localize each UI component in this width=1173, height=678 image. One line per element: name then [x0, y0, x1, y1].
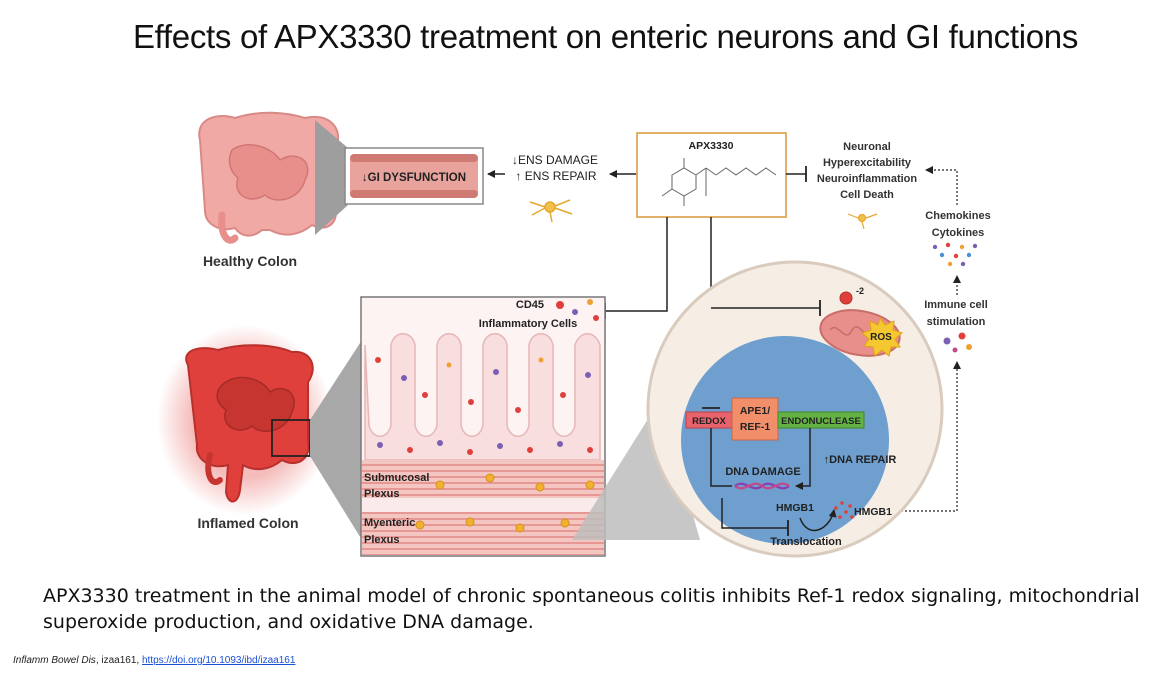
ens-repair-label: ↑ ENS REPAIR [515, 169, 596, 183]
small-neuron-icon [847, 213, 878, 230]
redox-label: REDOX [692, 416, 726, 427]
immune-cell-icons [943, 332, 972, 353]
ref1-label: REF-1 [740, 421, 770, 433]
inflamed-colon-label: Inflamed Colon [197, 515, 298, 531]
citation: Inflamm Bowel Dis, izaa161, https://doi.… [13, 655, 295, 666]
citation-doi-link[interactable]: https://doi.org/10.1093/ibd/izaa161 [141, 655, 296, 666]
gi-dysfunction-box [344, 147, 484, 205]
dotted-arrow-to-effects [925, 166, 958, 205]
effect-hyperexcitability: Hyperexcitability [823, 157, 912, 169]
apx3330-label: APX3330 [689, 140, 734, 152]
slide-caption: APX3330 treatment in the animal model of… [43, 585, 1140, 633]
hmgb1-nuclear-label: HMGB1 [776, 502, 814, 514]
healthy-colon-illustration [198, 111, 340, 244]
superoxide-charge: -2 [856, 286, 864, 296]
healthy-colon-label: Healthy Colon [203, 253, 297, 269]
myenteric-label: Myenteric [364, 517, 415, 529]
arrow-endonuclease-to-dna [795, 428, 811, 490]
ros-burst-icon [861, 316, 903, 357]
redox-to-dna-line [710, 428, 732, 487]
dna-helix-icon [734, 482, 790, 490]
stimulation-label: stimulation [927, 316, 986, 328]
citation-journal: Inflamm Bowel Dis [13, 655, 96, 666]
ape1-ref1-box [731, 397, 779, 441]
inflamed-colon-illustration [157, 325, 333, 515]
chemokines-label: Chemokines [925, 210, 990, 222]
dna-repair-label: ↑DNA REPAIR [824, 454, 897, 466]
myenteric-plexus-label: Plexus [364, 534, 399, 546]
inflammatory-cells-label: Inflammatory Cells [479, 318, 577, 330]
dna-damage-label: DNA DAMAGE [725, 466, 800, 478]
immune-cell-label: Immune cell [924, 299, 988, 311]
inhibit-line-translocation [721, 498, 788, 529]
submucosal-plexus-label: Plexus [364, 488, 399, 500]
inflammatory-cells [375, 299, 599, 455]
inhibit-line-to-cd45 [605, 217, 668, 312]
effect-neuronal: Neuronal [843, 141, 891, 153]
slide-title: Effects of APX3330 treatment on enteric … [132, 18, 1079, 55]
hmgb1-particles [834, 501, 854, 519]
translocation-arrow [799, 509, 837, 532]
endonuclease-box [777, 411, 865, 429]
cytokine-dots [932, 242, 978, 267]
hmgb1-extracellular-label: HMGB1 [854, 506, 892, 518]
cd45-label: CD45 [516, 299, 544, 311]
enteric-neurons [415, 473, 595, 533]
apx3330-structure-icon [661, 158, 777, 206]
endonuclease-label: ENDONUCLEASE [781, 416, 861, 427]
superoxide-icon [839, 291, 853, 305]
zoom-wedge-healthy [315, 120, 348, 235]
zoom-wedge-inflamed [310, 340, 362, 540]
translocation-label: Translocation [770, 536, 842, 548]
neuron-icon [529, 199, 573, 223]
apx3330-box [636, 132, 787, 218]
cytokines-label: Cytokines [932, 227, 985, 239]
ape1-label: APE1/ [740, 405, 770, 417]
submucosal-label: Submucosal [364, 472, 429, 484]
citation-details: , izaa161, [95, 655, 142, 666]
effect-neuroinflammation: Neuroinflammation [817, 173, 918, 185]
tissue-cross-section [360, 296, 606, 557]
effect-cell-death: Cell Death [840, 189, 894, 201]
dotted-arrow-hmgb1-to-immune [897, 361, 961, 512]
ens-damage-label: ↓ENS DAMAGE [512, 153, 598, 167]
ros-label: ROS [870, 332, 892, 343]
gi-dysfunction-label: ↓GI DYSFUNCTION [362, 172, 466, 184]
